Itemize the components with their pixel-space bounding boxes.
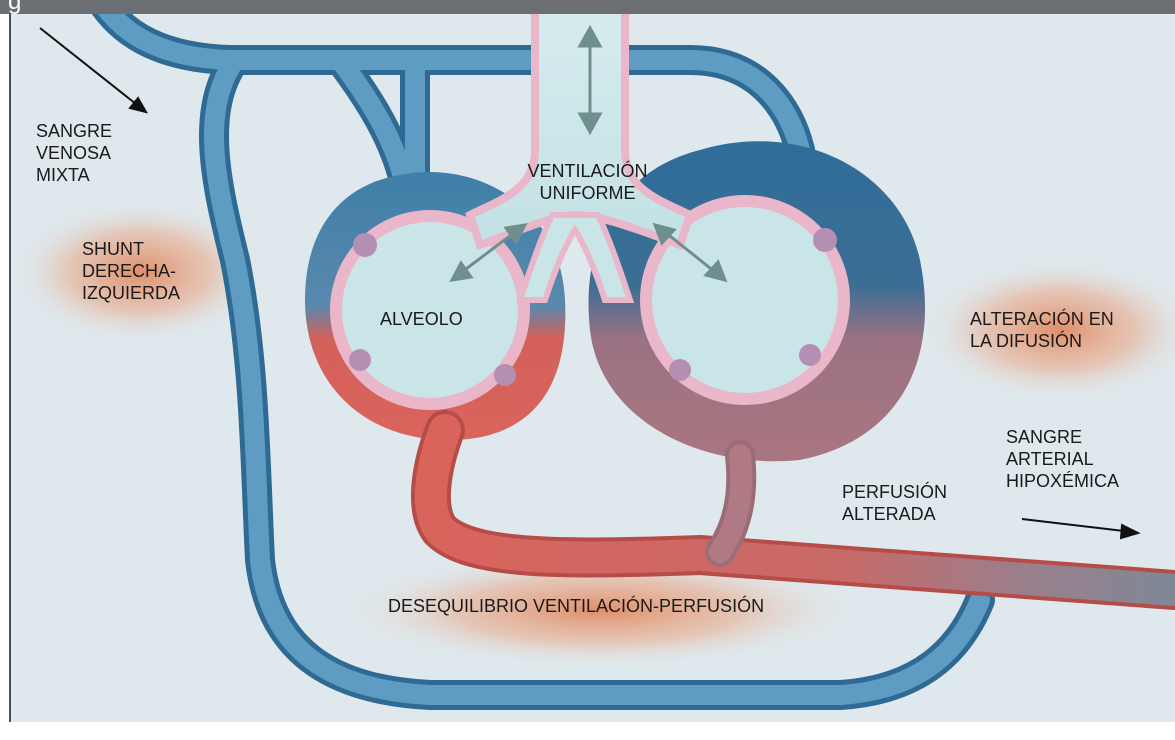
label-line: ARTERIAL [1006,448,1119,470]
label-line: IZQUIERDA [82,282,180,304]
label-line: MIXTA [36,164,112,186]
label-line: DERECHA- [82,260,180,282]
label-line: SANGRE [1006,426,1119,448]
label-line: ALTERADA [842,503,947,525]
label-line: SANGRE [36,120,112,142]
arterial-outflow-arrow [1022,519,1124,531]
label-line: UNIFORME [515,182,660,204]
label-line: LA DIFUSIÓN [970,330,1114,352]
venous-blood-label: SANGRE VENOSA MIXTA [36,120,112,186]
label-line: VENOSA [36,142,112,164]
bottom-margin [0,722,1175,740]
mismatch-label: DESEQUILIBRIO VENTILACIÓN-PERFUSIÓN [388,595,764,617]
label-line: VENTILACIÓN [515,160,660,182]
label-line: PERFUSIÓN [842,481,947,503]
shunt-label: SHUNT DERECHA- IZQUIERDA [82,238,180,304]
arterial-blood-label: SANGRE ARTERIAL HIPOXÉMICA [1006,426,1119,492]
ventilation-label: VENTILACIÓN UNIFORME [515,160,660,204]
alveolus-label: ALVEOLO [380,308,463,330]
diffusion-label: ALTERACIÓN EN LA DIFUSIÓN [970,308,1114,352]
label-line: HIPOXÉMICA [1006,470,1119,492]
label-line: SHUNT [82,238,180,260]
left-frame-line [9,14,11,740]
title-bar: g [0,0,1175,14]
label-line: ALTERACIÓN EN [970,308,1114,330]
perfusion-label: PERFUSIÓN ALTERADA [842,481,947,525]
arterial-outflow-arrowhead [1121,525,1138,538]
